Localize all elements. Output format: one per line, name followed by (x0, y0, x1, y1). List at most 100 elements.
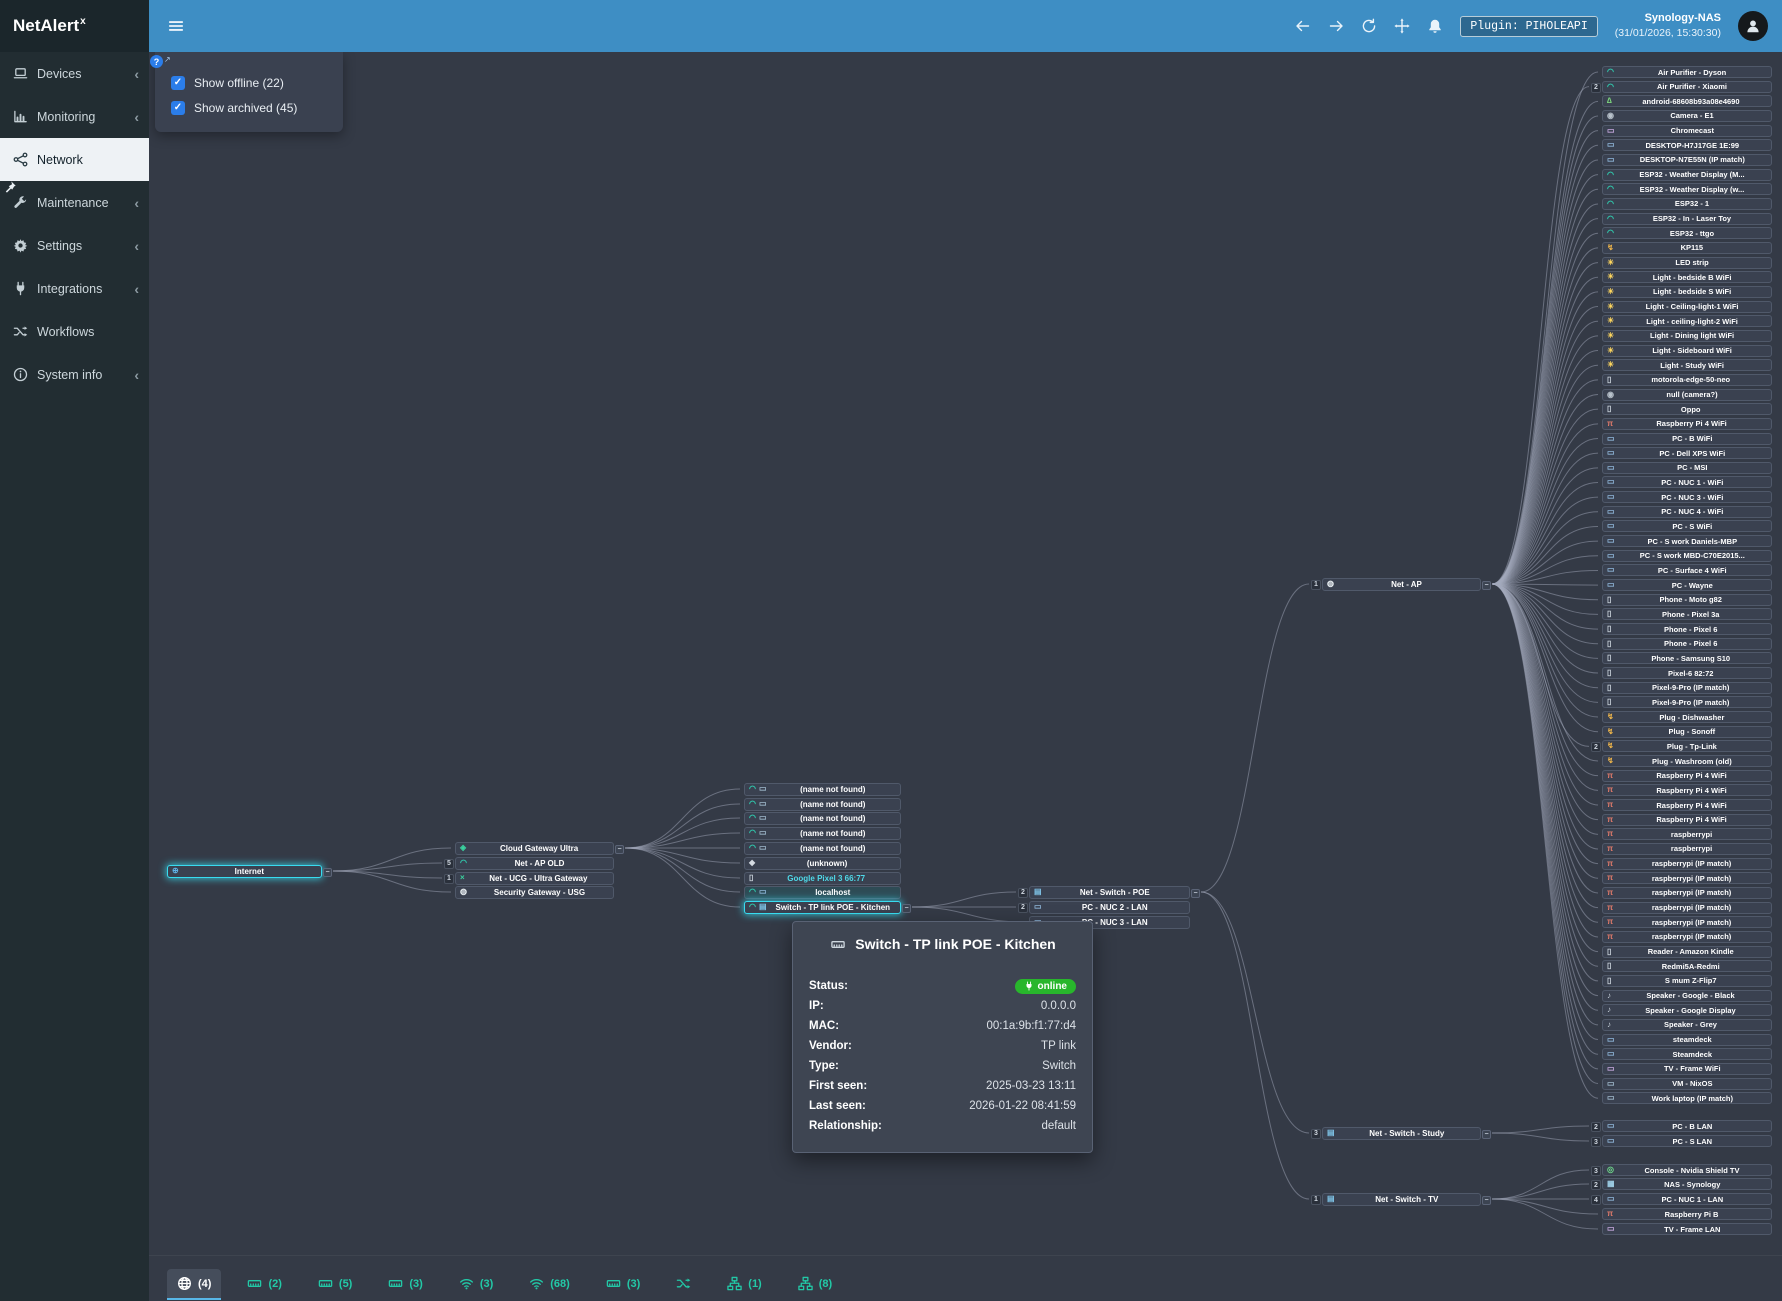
collapse-toggle[interactable]: − (1191, 888, 1200, 898)
graph-node[interactable]: ◠ESP32 - In - Laser Toy (1602, 212, 1772, 225)
graph-node[interactable]: ▭PC - NUC 4 - WiFi (1602, 505, 1772, 518)
graph-node[interactable]: ↯Plug - Washroom (old) (1602, 755, 1772, 768)
graph-node[interactable]: ☀Light - Dining light WiFi (1602, 329, 1772, 342)
graph-node[interactable]: ▭VM - NixOS (1602, 1077, 1772, 1090)
graph-node[interactable]: ▭PC - MSI (1602, 461, 1772, 474)
graph-node[interactable]: ▭PC - B WiFi (1602, 432, 1772, 445)
graph-node[interactable]: ◍Security Gateway - USG (455, 885, 614, 899)
sidebar-item-system-info[interactable]: System info ‹ (0, 353, 149, 396)
graph-node[interactable]: ☀Light - Sideboard WiFi (1602, 344, 1772, 357)
graph-node[interactable]: ↯Plug - Sonoff (1602, 725, 1772, 738)
sidebar-item-monitoring[interactable]: Monitoring ‹ (0, 95, 149, 138)
graph-node[interactable]: ▭Chromecast (1602, 124, 1772, 137)
graph-node[interactable]: ▭Steamdeck (1602, 1048, 1772, 1061)
graph-node[interactable]: ▭PC - Surface 4 WiFi (1602, 564, 1772, 577)
graph-node[interactable]: ▯Phone - Samsung S10 (1602, 652, 1772, 665)
graph-node[interactable]: ◠▤Switch - TP link POE - Kitchen− (744, 900, 911, 914)
graph-node[interactable]: ▭TV - Frame WiFi (1602, 1062, 1772, 1075)
collapse-toggle[interactable]: − (1482, 1195, 1491, 1205)
checkbox-icon[interactable]: ✓ (171, 75, 185, 90)
graph-filter-tab-6[interactable]: (68) (519, 1269, 580, 1298)
app-logo[interactable]: NetAlertx (0, 0, 149, 52)
graph-node[interactable]: ▭PC - NUC 3 - WiFi (1602, 491, 1772, 504)
graph-node[interactable]: ◠ESP32 - ttgo (1602, 227, 1772, 240)
graph-filter-tab-10[interactable]: (8) (788, 1269, 842, 1298)
graph-node[interactable]: ☀LED strip (1602, 256, 1772, 269)
graph-node[interactable]: ▭DESKTOP-N7E55N (IP match) (1602, 153, 1772, 166)
graph-node[interactable]: ▭Work laptop (IP match) (1602, 1092, 1772, 1105)
graph-node[interactable]: ▭PC - Dell XPS WiFi (1602, 447, 1772, 460)
graph-node[interactable]: 2▭PC - NUC 2 - LAN (1018, 900, 1190, 914)
graph-node[interactable]: ◈Cloud Gateway Ultra− (455, 841, 624, 855)
pan-move-icon[interactable] (1394, 18, 1411, 34)
graph-node[interactable]: 1▤Net - Switch - TV− (1311, 1192, 1491, 1206)
graph-node[interactable]: 5◠Net - AP OLD (444, 856, 614, 870)
graph-node[interactable]: ☀Light - Study WiFi (1602, 359, 1772, 372)
sidebar-item-integrations[interactable]: Integrations ‹ (0, 267, 149, 310)
graph-node[interactable]: ◠ESP32 - Weather Display (M... (1602, 168, 1772, 181)
graph-filter-tab-9[interactable]: (1) (717, 1269, 771, 1298)
graph-node[interactable]: ↯KP115 (1602, 241, 1772, 254)
graph-node[interactable]: 2▤Net - Switch - POE− (1018, 885, 1200, 899)
graph-filter-tab-8[interactable] (666, 1269, 701, 1298)
graph-node[interactable]: ♪Speaker - Grey (1602, 1018, 1772, 1031)
graph-node[interactable]: ◠▭(name not found) (744, 826, 901, 840)
graph-node[interactable]: ☀Light - Ceiling-light-1 WiFi (1602, 300, 1772, 313)
graph-node[interactable]: ▯Pixel-9-Pro (IP match) (1602, 696, 1772, 709)
graph-node[interactable]: ▭PC - S work Daniels-MBP (1602, 535, 1772, 548)
back-icon[interactable] (1295, 18, 1311, 34)
graph-node[interactable]: ▭PC - Wayne (1602, 579, 1772, 592)
sidebar-item-devices[interactable]: Devices ‹ (0, 52, 149, 95)
graph-filter-tab-1[interactable]: (4) (167, 1269, 222, 1300)
collapse-toggle[interactable]: − (1482, 580, 1491, 590)
graph-node[interactable]: ◆(unknown) (744, 856, 901, 870)
graph-node[interactable]: ◠▭localhost (744, 885, 901, 899)
graph-node[interactable]: 4▭PC - NUC 1 - LAN (1591, 1193, 1772, 1205)
graph-node[interactable]: ▭PC - S WiFi (1602, 520, 1772, 533)
graph-node[interactable]: ♪Speaker - Google - Black (1602, 989, 1772, 1002)
graph-node[interactable]: ◠▭(name not found) (744, 811, 901, 825)
graph-filter-tab-7[interactable]: (3) (596, 1269, 650, 1298)
graph-node[interactable]: ◠▭(name not found) (744, 841, 901, 855)
graph-node[interactable]: 1◍Net - AP− (1311, 577, 1491, 591)
graph-node[interactable]: ▯Reader - Amazon Kindle (1602, 945, 1772, 958)
graph-node[interactable]: ▯Phone - Pixel 6 (1602, 637, 1772, 650)
sidebar-item-workflows[interactable]: Workflows (0, 310, 149, 353)
graph-node[interactable]: ∆android-68608b93a08e4690 (1602, 95, 1772, 108)
graph-node[interactable]: 1×Net - UCG - Ultra Gateway (444, 871, 614, 885)
collapse-toggle[interactable]: − (615, 844, 624, 854)
help-icon[interactable]: ? ↗ (150, 55, 171, 68)
graph-filter-tab-4[interactable]: (3) (378, 1269, 432, 1298)
collapse-toggle[interactable]: − (902, 903, 911, 913)
show-offline-filter[interactable]: ✓ Show offline (22) (171, 70, 331, 95)
graph-node[interactable]: ◉Camera - E1 (1602, 109, 1772, 122)
graph-node[interactable]: ▭PC - S work MBD-C70E2015... (1602, 549, 1772, 562)
graph-node[interactable]: ↯Plug - Dishwasher (1602, 711, 1772, 724)
graph-node[interactable]: ▯Oppo (1602, 403, 1772, 416)
graph-node[interactable]: ◠▭(name not found) (744, 797, 901, 811)
show-archived-filter[interactable]: ✓ Show archived (45) (171, 95, 331, 120)
graph-node[interactable]: 2◠Air Purifier - Xiaomi (1591, 80, 1772, 93)
graph-node[interactable]: ☀Light - ceiling-light-2 WiFi (1602, 315, 1772, 328)
graph-node[interactable]: ▯Redmi5A-Redmi (1602, 960, 1772, 973)
graph-node[interactable]: 3▭PC - S LAN (1591, 1135, 1772, 1147)
graph-node[interactable]: ◠▭(name not found) (744, 782, 901, 796)
graph-node[interactable]: ☀Light - bedside B WiFi (1602, 271, 1772, 284)
graph-filter-tab-5[interactable]: (3) (449, 1269, 503, 1298)
graph-node[interactable]: 2↯Plug - Tp-Link (1591, 740, 1772, 753)
graph-node[interactable]: ▯Pixel-6 82:72 (1602, 667, 1772, 680)
graph-node[interactable]: ▭TV - Frame LAN (1602, 1223, 1772, 1235)
graph-node[interactable]: ▯Phone - Pixel 3a (1602, 608, 1772, 621)
graph-node[interactable]: ▭steamdeck (1602, 1033, 1772, 1046)
graph-node[interactable]: 3◎Console - Nvidia Shield TV (1591, 1164, 1772, 1176)
graph-node[interactable]: ▯Pixel-9-Pro (IP match) (1602, 681, 1772, 694)
notifications-bell-icon[interactable] (1427, 18, 1443, 34)
